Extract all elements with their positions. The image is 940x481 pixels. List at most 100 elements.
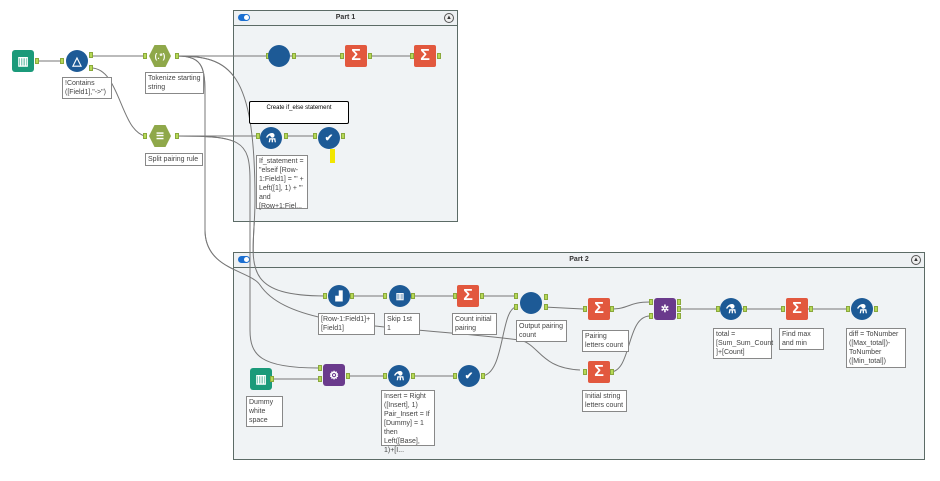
input-anchor[interactable] [410,53,414,59]
input-anchor[interactable] [318,376,322,382]
join-multiple-tool[interactable]: ✲ [654,298,676,320]
summarize-tool[interactable]: Σ [457,285,479,307]
summarize-icon: Σ [463,287,473,304]
output-anchor[interactable] [411,373,415,379]
input-anchor[interactable] [60,58,64,64]
output-anchor[interactable] [544,294,548,300]
output-anchor[interactable] [544,304,548,310]
container-title: Part 1 [335,14,356,21]
input-anchor[interactable] [340,53,344,59]
macro-output-tool[interactable] [520,292,542,314]
dummy-label: Dummy white space [246,396,283,427]
summarize-icon: Σ [420,47,430,64]
input-anchor[interactable] [846,306,850,312]
formula-tool[interactable]: ⚗ [720,298,742,320]
dynamic-check-tool[interactable]: ✔ [458,365,480,387]
sample-icon: ▥ [395,290,405,301]
summarize-tool[interactable]: Σ [588,298,610,320]
output-anchor[interactable] [677,299,681,305]
output-anchor[interactable] [368,53,372,59]
container-enable-toggle[interactable] [238,14,250,21]
output-anchor[interactable] [743,306,747,312]
filter-icon: △ [72,54,82,68]
output-anchor[interactable] [437,53,441,59]
input-anchor[interactable] [323,293,327,299]
filter-label: !Contains ([Field1],"->") [62,77,112,99]
output-anchor[interactable] [292,53,296,59]
input-anchor[interactable] [514,293,518,299]
collapse-icon[interactable]: ▲ [444,13,454,23]
dynamic-check-icon: ✔ [464,370,474,382]
output-anchor[interactable] [874,306,878,312]
tokenize-label: Tokenize starting string [145,72,204,94]
comment-box[interactable]: Create if_else statement [249,101,349,124]
total-label: total = [Sum_Sum_Count ]+[Count] [713,328,773,359]
summarize-icon: Σ [594,300,604,317]
output-count-label: Output pairing count [516,320,567,342]
summarize-tool[interactable]: Σ [345,45,367,67]
output-anchor[interactable] [480,293,484,299]
output-anchor[interactable] [677,313,681,319]
output-anchor[interactable] [411,293,415,299]
dummy-input-tool[interactable]: ▥ [250,368,272,390]
output-anchor[interactable] [175,53,179,59]
input-anchor[interactable] [313,133,317,139]
record-tool[interactable] [268,45,290,67]
output-anchor[interactable] [270,376,274,382]
output-anchor[interactable] [809,306,813,312]
summarize-tool[interactable]: Σ [588,361,610,383]
container-enable-toggle[interactable] [238,256,250,263]
input-anchor[interactable] [781,306,785,312]
text-to-columns-icon: ☰ [155,130,165,141]
regex-tool[interactable]: (.*) [149,45,171,67]
formula-tool[interactable]: ⚗ [388,365,410,387]
filter-tool[interactable]: △ [66,50,88,72]
join-multiple-icon: ✲ [660,303,670,315]
input-anchor[interactable] [143,133,147,139]
initial-letters-label: Initial string letters count [582,390,627,412]
input-anchor[interactable] [716,306,720,312]
output-anchor[interactable] [175,133,179,139]
output-anchor[interactable] [341,133,345,139]
input-anchor[interactable] [318,365,322,371]
input-anchor[interactable] [143,53,147,59]
output-anchor[interactable] [481,373,485,379]
true-anchor[interactable] [89,52,93,58]
formula-icon: ⚗ [393,369,405,383]
dynamic-check-tool[interactable]: ✔ [318,127,340,149]
input-anchor[interactable] [453,293,457,299]
input-anchor[interactable] [256,133,260,139]
input-anchor[interactable] [649,313,653,319]
iterative-macro-tool[interactable]: ⚙ [323,364,345,386]
input-anchor[interactable] [383,293,387,299]
input-anchor[interactable] [383,373,387,379]
input-anchor[interactable] [514,304,518,310]
collapse-icon[interactable]: ▲ [911,255,921,265]
output-anchor[interactable] [350,293,354,299]
formula-tool[interactable]: ⚗ [851,298,873,320]
false-anchor[interactable] [89,65,93,71]
output-anchor[interactable] [346,373,350,379]
input-anchor[interactable] [583,306,587,312]
browse-indicator [330,149,335,163]
multi-row-formula-tool[interactable]: ▟ [328,285,350,307]
output-anchor[interactable] [284,133,288,139]
skip-label: Skip 1st 1 [384,313,420,335]
input-anchor[interactable] [583,369,587,375]
summarize-tool[interactable]: Σ [786,298,808,320]
multi-row-formula-icon: ▟ [335,290,343,301]
summarize-tool[interactable]: Σ [414,45,436,67]
input-anchor[interactable] [453,373,457,379]
output-anchor[interactable] [35,58,39,64]
output-anchor[interactable] [610,369,614,375]
output-anchor[interactable] [677,306,681,312]
output-anchor[interactable] [610,306,614,312]
text-to-columns-tool[interactable]: ☰ [149,125,171,147]
sample-tool[interactable]: ▥ [389,285,411,307]
count-initial-label: Count initial pairing [452,313,497,335]
iterative-macro-icon: ⚙ [329,369,339,382]
input-data-tool[interactable]: ▥ [12,50,34,72]
formula-tool[interactable]: ⚗ [260,127,282,149]
input-anchor[interactable] [649,299,653,305]
container-part-2[interactable]: Part 2 ▲ [233,252,925,460]
